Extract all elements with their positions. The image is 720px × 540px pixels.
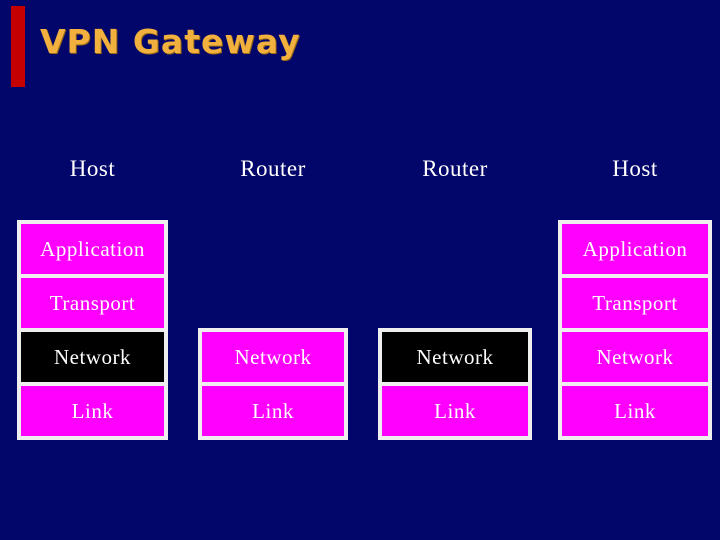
- column-header: Router: [240, 156, 306, 181]
- layer-network: Network: [560, 330, 710, 384]
- layer-link: Link: [19, 384, 166, 438]
- layer-link: Link: [380, 384, 530, 438]
- layer-network: Network: [200, 330, 346, 384]
- slide-title: VPN Gateway: [40, 22, 301, 61]
- layer-network: Network: [19, 330, 166, 384]
- layer-link: Link: [560, 384, 710, 438]
- layer-transport: Transport: [560, 276, 710, 330]
- column-header: Router: [422, 156, 488, 181]
- red-accent-bar: [11, 6, 25, 87]
- layer-application: Application: [560, 222, 710, 276]
- layer-network: Network: [380, 330, 530, 384]
- column-header: Host: [69, 156, 116, 181]
- column-header: Host: [612, 156, 658, 181]
- layer-transport: Transport: [19, 276, 166, 330]
- layer-link: Link: [200, 384, 346, 438]
- layer-application: Application: [19, 222, 166, 276]
